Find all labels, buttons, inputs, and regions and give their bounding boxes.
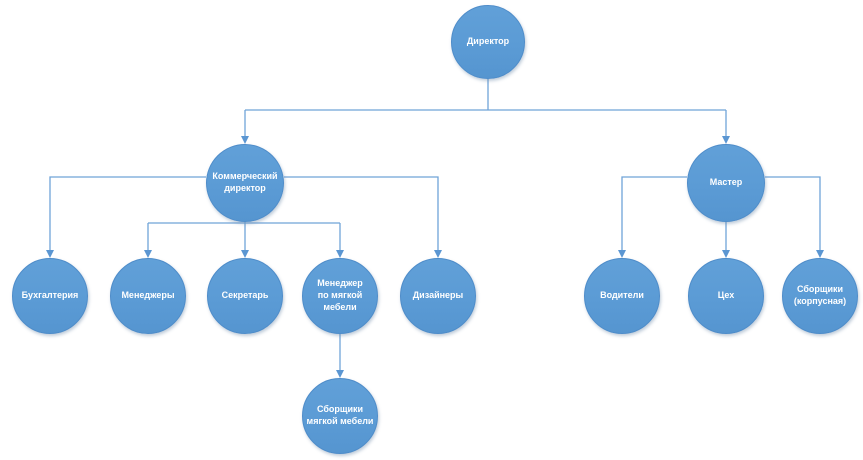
node-label: Бухгалтерия xyxy=(21,290,79,301)
node-managers[interactable]: Менеджеры xyxy=(110,258,186,334)
node-label: Водители xyxy=(600,290,644,301)
node-drivers[interactable]: Водители xyxy=(584,258,660,334)
node-label: Директор xyxy=(466,36,510,47)
node-secretary[interactable]: Секретарь xyxy=(207,258,283,334)
node-cabinet-assemblers[interactable]: Сборщики (корпусная) xyxy=(782,258,858,334)
node-workshop[interactable]: Цех xyxy=(688,258,764,334)
node-label: Дизайнеры xyxy=(412,290,464,301)
node-label: Сборщики (корпусная) xyxy=(793,284,847,306)
node-designers[interactable]: Дизайнеры xyxy=(400,258,476,334)
edge-master-drivers xyxy=(618,176,687,258)
node-commercial-director[interactable]: Коммерческий директор xyxy=(206,144,284,222)
edge-master-cabinet-assemblers xyxy=(765,176,824,258)
node-master[interactable]: Мастер xyxy=(687,144,765,222)
node-label: Мастер xyxy=(709,177,743,188)
edge-commercial-designers xyxy=(284,176,442,258)
node-label: Менеджеры xyxy=(121,290,175,301)
edge-commercial-accounting xyxy=(46,176,206,258)
node-soft-furniture-assemblers[interactable]: Сборщики мягкой мебели xyxy=(302,378,378,454)
node-director[interactable]: Директор xyxy=(451,5,525,79)
node-accounting[interactable]: Бухгалтерия xyxy=(12,258,88,334)
node-soft-furniture-manager[interactable]: Менеджер по мягкой мебели xyxy=(302,258,378,334)
node-label: Менеджер по мягкой мебели xyxy=(317,278,363,312)
node-label: Сборщики мягкой мебели xyxy=(306,404,374,426)
node-label: Секретарь xyxy=(221,290,269,301)
node-label: Коммерческий директор xyxy=(212,171,278,193)
node-label: Цех xyxy=(717,290,735,301)
